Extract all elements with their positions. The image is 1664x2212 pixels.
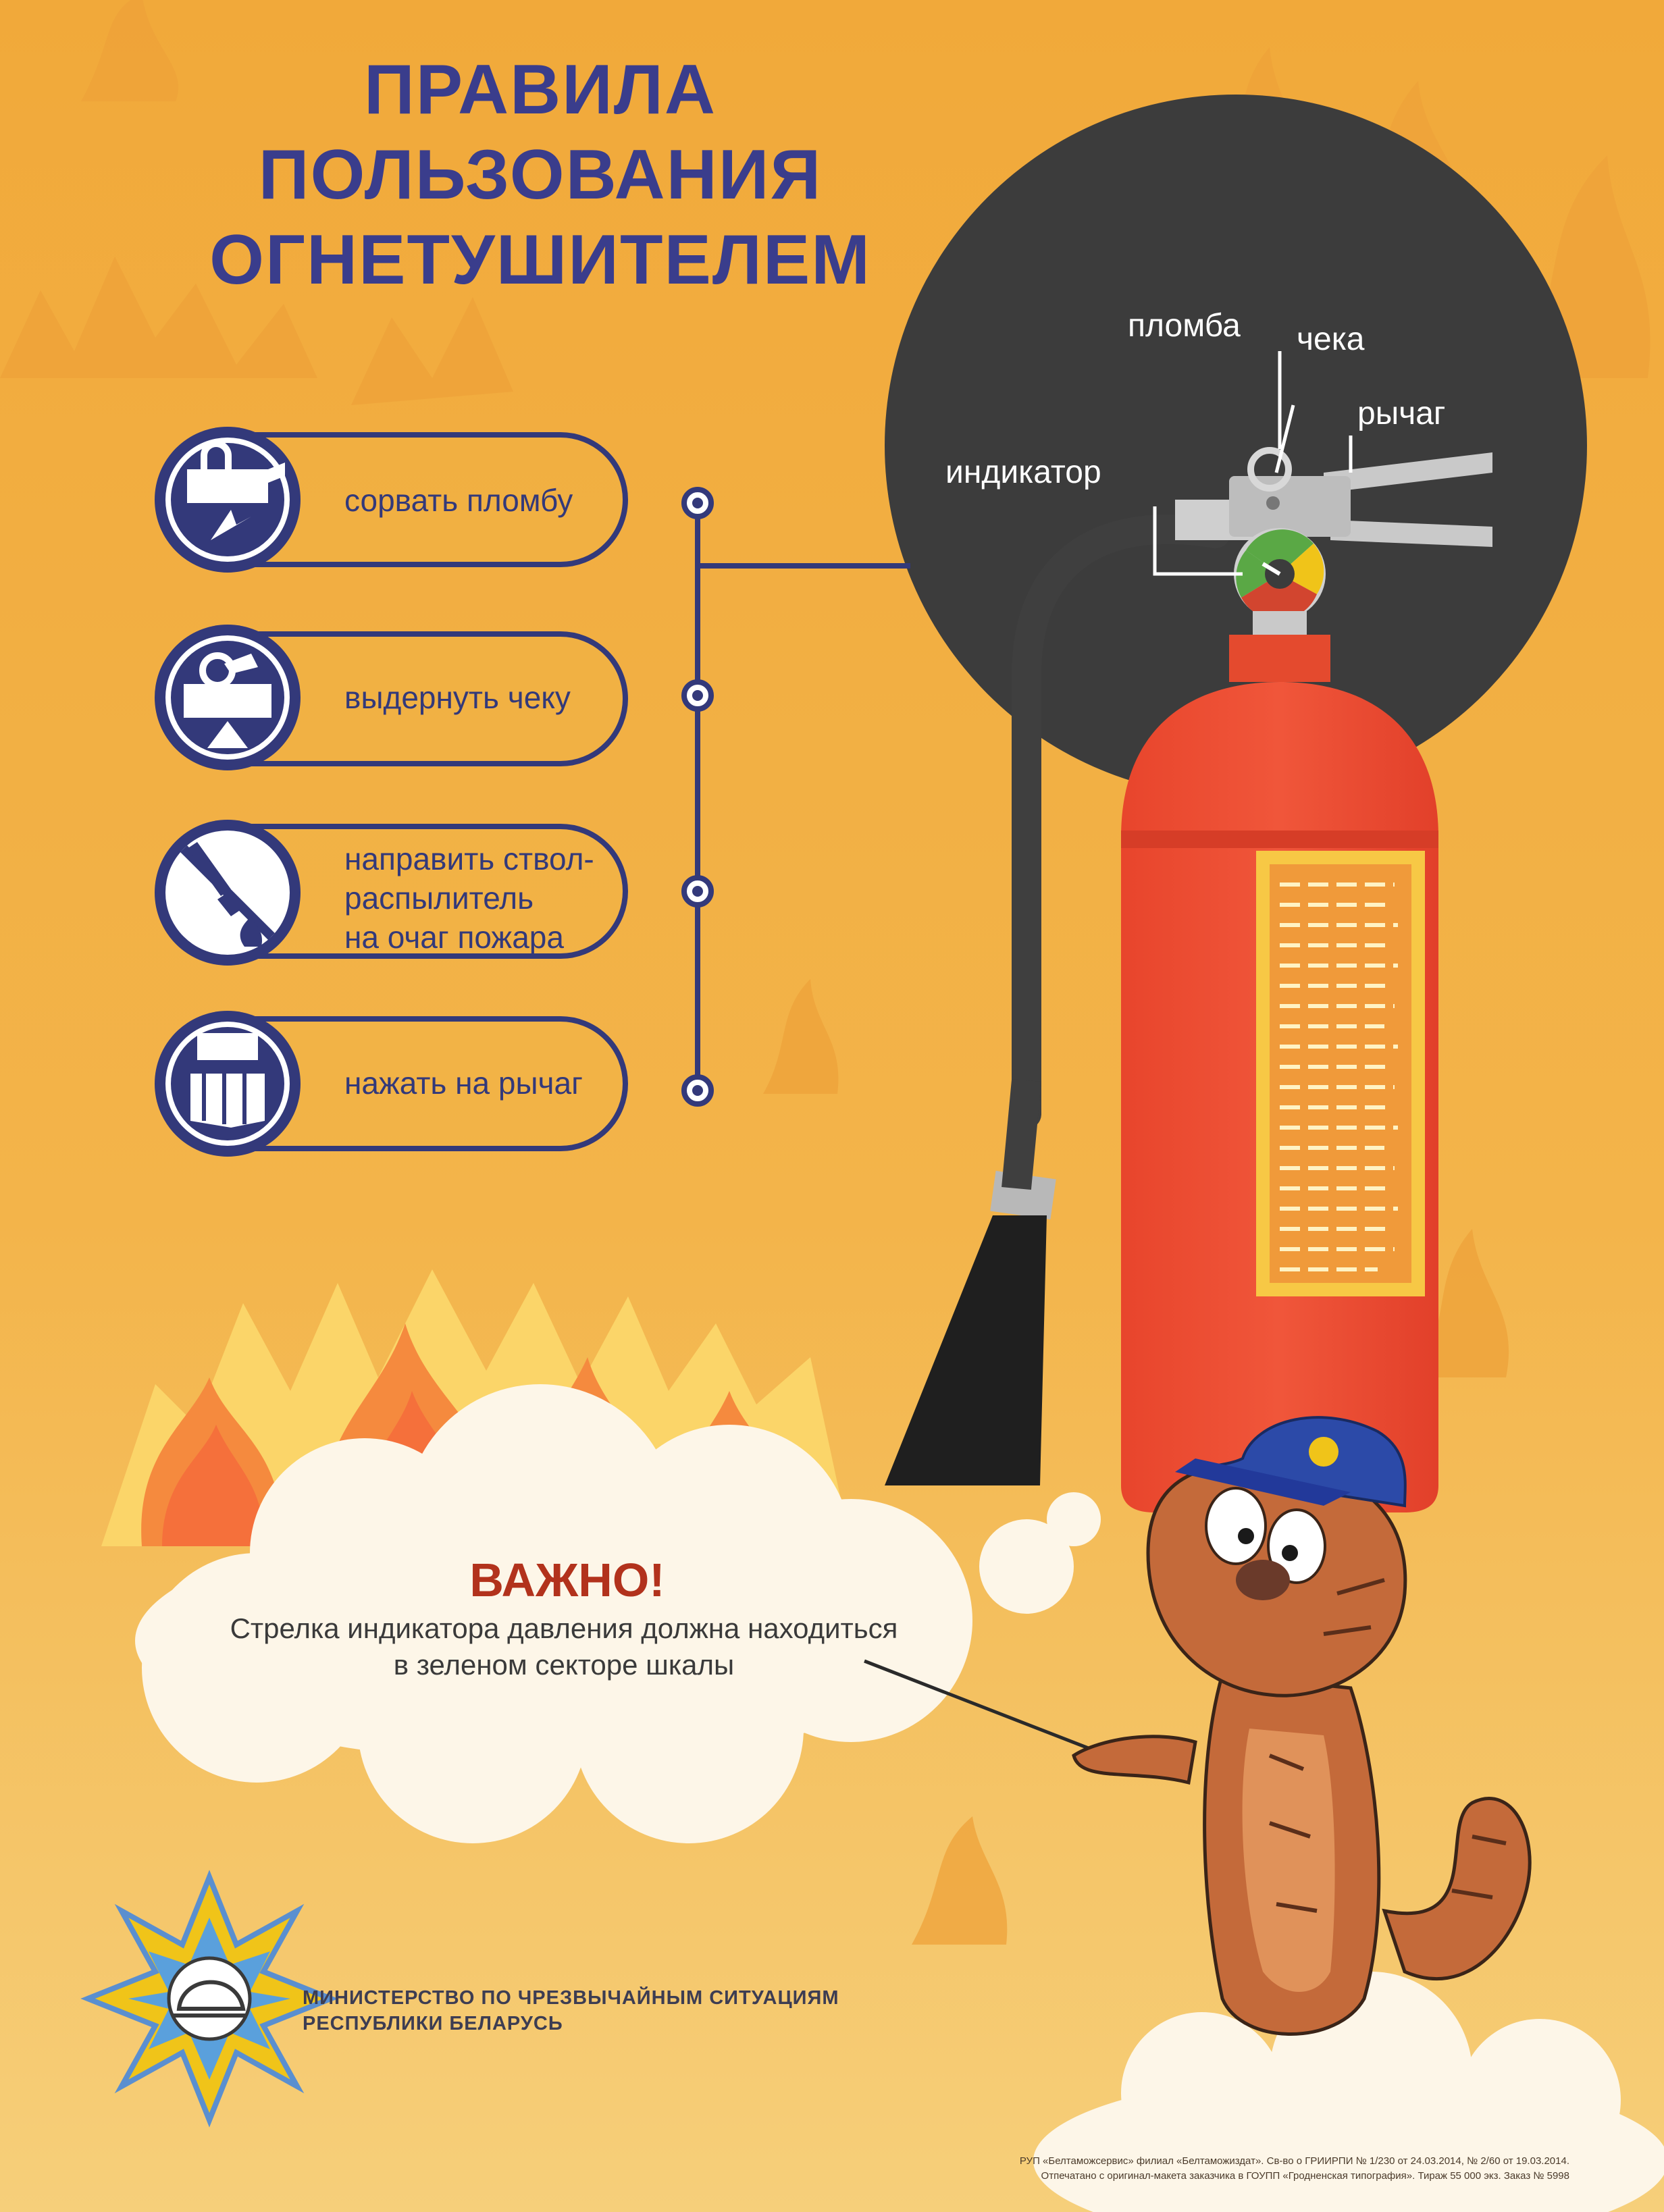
step-aim-line-3: на очаг пожара [344, 920, 564, 955]
mchs-emblem-icon [80, 1870, 338, 2128]
important-heading: ВАЖНО! [469, 1554, 665, 1606]
imprint-line-1: РУП «Белтаможсервис» филиал «Белтаможизд… [1019, 2155, 1569, 2167]
hose [1012, 514, 1230, 1129]
title-line-3: ОГНЕТУШИТЕЛЕМ [209, 221, 871, 299]
step-seal-line: сорвать пломбу [344, 483, 573, 518]
extinguisher-head [1175, 447, 1492, 638]
step-aim-text: направить ствол- распылитель на очаг пож… [344, 839, 594, 957]
pull-pin-icon [155, 625, 301, 770]
important-line-1: Стрелка индикатора давления должна наход… [230, 1612, 898, 1644]
title-line-1: ПРАВИЛА [363, 51, 717, 129]
label-lever: рычаг [1357, 396, 1446, 431]
title-line-2: ПОЛЬЗОВАНИЯ [258, 136, 823, 214]
step-aim-line-1: направить ствол- [344, 841, 594, 876]
extinguisher-body [1121, 635, 1438, 1512]
press-lever-icon [155, 1011, 301, 1157]
hose-stem [1002, 1078, 1041, 1190]
page-title: ПРАВИЛА ПОЛЬЗОВАНИЯ ОГНЕТУШИТЕЛЕМ [176, 47, 905, 302]
nozzle [885, 1215, 1047, 1485]
ministry-line-2: РЕСПУБЛИКИ БЕЛАРУСЬ [303, 2013, 563, 2034]
step-aim-dot [681, 875, 714, 907]
important-line-2: в зеленом секторе шкалы [393, 1649, 735, 1681]
step-lever-text: нажать на рычаг [344, 1063, 583, 1103]
important-text: Стрелка индикатора давления должна наход… [203, 1610, 925, 1683]
cat-mascot [1072, 1416, 1532, 2036]
step-pin-dot [681, 679, 714, 712]
step-lever-line: нажать на рычаг [344, 1065, 583, 1101]
ministry-name: МИНИСТЕРСТВО ПО ЧРЕЗВЫЧАЙНЫМ СИТУАЦИЯМ Р… [303, 1985, 839, 2036]
step-pin-text: выдернуть чеку [344, 678, 571, 717]
step-pin-line: выдернуть чеку [344, 680, 571, 715]
speech-cloud [135, 1384, 1101, 1843]
step-lever-dot [681, 1074, 714, 1107]
label-seal: пломба [1128, 308, 1241, 344]
imprint-info: РУП «Белтаможсервис» филиал «Белтаможизд… [1020, 2154, 1569, 2184]
steps-connector [695, 503, 910, 1090]
label-indicator: индикатор [945, 454, 1101, 490]
seal-break-icon [155, 427, 301, 573]
step-seal-text: сорвать пломбу [344, 481, 573, 520]
callout-lines [1153, 351, 1353, 576]
step-aim-line-2: распылитель [344, 880, 534, 916]
pointer-stick [864, 1659, 1108, 1758]
imprint-line-2: Отпечатано с оригинал-макета заказчика в… [1041, 2170, 1569, 2182]
ministry-line-1: МИНИСТЕРСТВО ПО ЧРЕЗВЫЧАЙНЫМ СИТУАЦИЯМ [303, 1987, 839, 2009]
aim-nozzle-icon [155, 820, 301, 966]
step-seal-dot [681, 487, 714, 519]
dark-circle-backdrop [885, 95, 1587, 797]
label-pin: чека [1297, 321, 1365, 357]
